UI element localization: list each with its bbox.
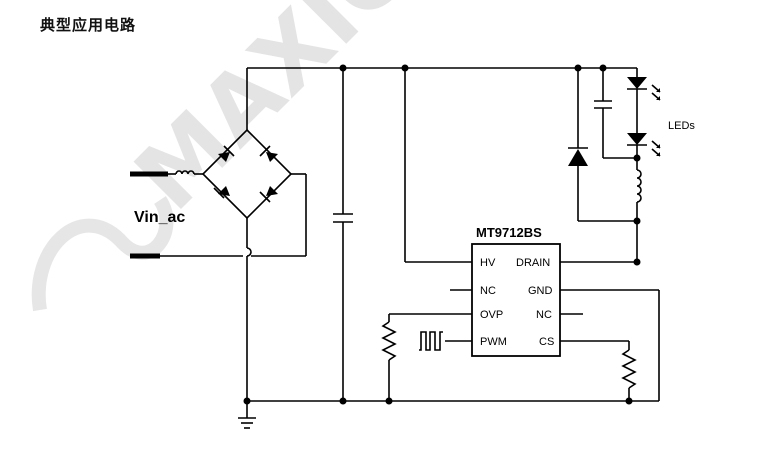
- pin-gnd: GND: [528, 285, 553, 297]
- ic-chip: MT9712BS HV NC OVP PWM DRAIN GND NC CS: [471, 225, 561, 357]
- leds-label: LEDs: [668, 120, 695, 132]
- freewheel-diode: [568, 147, 588, 166]
- wires: [130, 67, 660, 429]
- chip-name: MT9712BS: [476, 225, 542, 240]
- led-2: [627, 133, 661, 157]
- watermark-text: MAXIC: [115, 0, 428, 231]
- pin-ovp: OVP: [480, 309, 503, 321]
- pin-cs: CS: [539, 336, 554, 348]
- pin-pwm: PWM: [480, 336, 507, 348]
- pin-hv: HV: [480, 257, 496, 269]
- junction-dots: [243, 64, 641, 405]
- vin-label: Vin_ac: [134, 209, 185, 226]
- led-1: [627, 77, 661, 101]
- pin-drain: DRAIN: [516, 257, 550, 269]
- pin-nc-right: NC: [536, 309, 552, 321]
- bridge-rectifier: [201, 128, 293, 220]
- pin-nc-left: NC: [480, 285, 496, 297]
- page-title: 典型应用电路: [40, 16, 137, 34]
